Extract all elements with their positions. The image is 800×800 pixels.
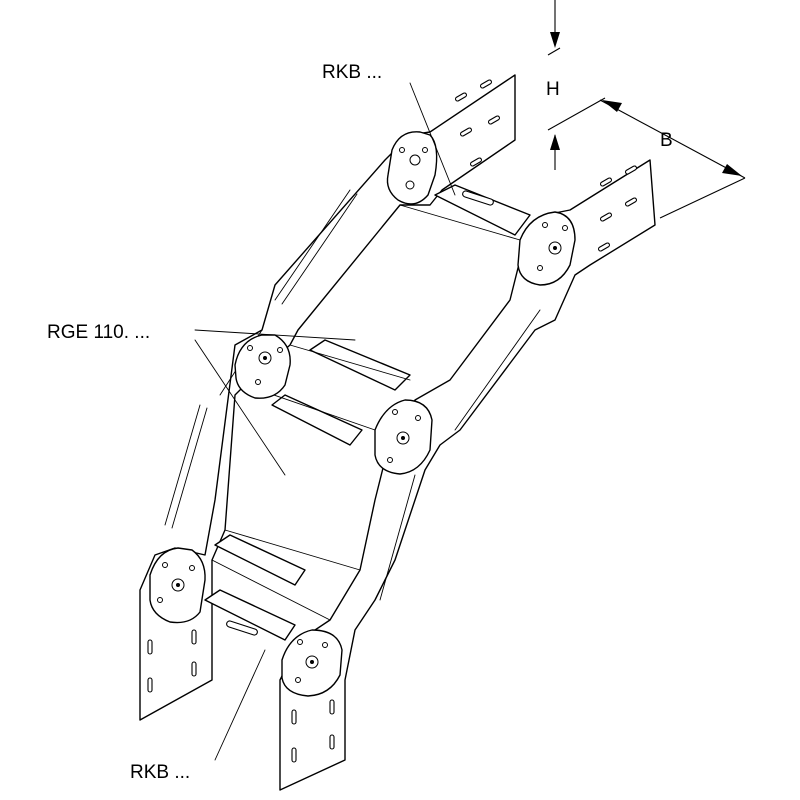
leader-lines xyxy=(194,82,456,761)
connector-plate-upper-right xyxy=(517,211,576,286)
connector-plate-middle-left xyxy=(234,334,291,399)
connector-plate-top xyxy=(386,131,438,205)
label-rge: RGE 110. ... xyxy=(47,322,150,343)
label-rkb-bottom: RKB ... xyxy=(130,762,190,783)
label-dimension-b: B xyxy=(660,130,673,151)
connector-plate-bottom-right xyxy=(281,629,343,697)
end-plate-top xyxy=(454,79,501,167)
label-dimension-h: H xyxy=(546,79,560,100)
label-rkb-top: RKB ... xyxy=(322,62,382,83)
end-plate-bottom-left xyxy=(147,620,258,693)
dimension-b xyxy=(599,99,746,219)
right-side-rail xyxy=(279,159,656,791)
end-plate-right xyxy=(597,165,638,252)
left-side-rail xyxy=(139,74,516,721)
end-plate-bottom-right xyxy=(291,190,494,763)
dimension-h xyxy=(547,0,606,170)
connector-plate-middle-right xyxy=(374,399,433,475)
connector-plate-bottom-left xyxy=(149,547,206,624)
ladder-rungs xyxy=(204,184,531,641)
